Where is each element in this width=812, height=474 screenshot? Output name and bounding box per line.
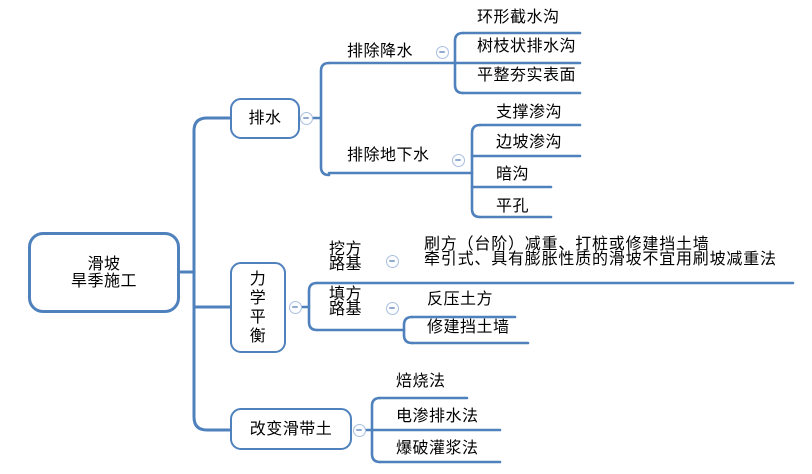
topic-mechanical-balance-label: 力学平衡 bbox=[249, 270, 267, 345]
topic-support-seepage-ditch[interactable]: 支撑渗沟 bbox=[496, 104, 563, 121]
collapse-icon-remove-precipitation[interactable] bbox=[435, 45, 449, 59]
topic-level-compact-surface[interactable]: 平整夯实表面 bbox=[477, 67, 577, 84]
topic-root[interactable]: 滑坡 旱季施工 bbox=[28, 232, 180, 313]
topic-drainage[interactable]: 排水 bbox=[230, 98, 300, 139]
topic-change-sliding-zone-soil[interactable]: 改变滑带土 bbox=[230, 408, 352, 450]
collapse-icon-change-sliding-zone-soil[interactable] bbox=[352, 423, 366, 437]
collapse-icon-fill-roadbed[interactable] bbox=[385, 301, 399, 315]
topic-build-retaining-wall[interactable]: 修建挡土墙 bbox=[427, 319, 510, 336]
topic-remove-precipitation[interactable]: 排除降水 bbox=[347, 43, 414, 60]
topic-drainage-label: 排水 bbox=[248, 110, 282, 127]
drainage-branch-connectors bbox=[311, 31, 582, 219]
collapse-icon-drainage[interactable] bbox=[299, 111, 313, 125]
topic-fill-roadbed[interactable]: 填方 路基 bbox=[329, 286, 363, 318]
topic-root-label: 滑坡 旱季施工 bbox=[70, 255, 137, 290]
root-connectors bbox=[178, 116, 232, 432]
collapse-icon-mechanical-balance[interactable] bbox=[288, 300, 302, 314]
change-soil-branch-connectors bbox=[364, 396, 502, 464]
topic-electroosmosis-drainage-method[interactable]: 电渗排水法 bbox=[396, 408, 479, 425]
mechanical-balance-branch-connectors bbox=[300, 281, 795, 345]
topic-blind-ditch[interactable]: 暗沟 bbox=[496, 166, 530, 183]
topic-horizontal-hole[interactable]: 平孔 bbox=[496, 198, 530, 215]
topic-cut-roadbed[interactable]: 挖方 路基 bbox=[329, 241, 363, 273]
topic-cut-roadbed-methods[interactable]: 刷方（台阶）减重、打桩或修建挡土墙 牵引式、具有膨胀性质的滑坡不宜用刷坡减重法 bbox=[424, 236, 777, 268]
collapse-icon-remove-groundwater[interactable] bbox=[451, 153, 465, 167]
topic-slope-seepage-ditch[interactable]: 边坡渗沟 bbox=[496, 134, 563, 151]
topic-ring-intercepting-ditch[interactable]: 环形截水沟 bbox=[477, 9, 560, 26]
topic-roasting-method[interactable]: 焙烧法 bbox=[396, 373, 446, 390]
topic-branched-drainage-ditch[interactable]: 树枝状排水沟 bbox=[477, 38, 577, 55]
topic-counter-pressure-earth[interactable]: 反压土方 bbox=[427, 291, 494, 308]
topic-change-sliding-zone-soil-label: 改变滑带土 bbox=[249, 420, 333, 438]
collapse-icon-cut-roadbed[interactable] bbox=[385, 254, 399, 268]
topic-mechanical-balance[interactable]: 力学平衡 bbox=[230, 262, 286, 353]
topic-remove-groundwater[interactable]: 排除地下水 bbox=[347, 147, 430, 164]
topic-blasting-grouting-method[interactable]: 爆破灌浆法 bbox=[396, 440, 479, 457]
